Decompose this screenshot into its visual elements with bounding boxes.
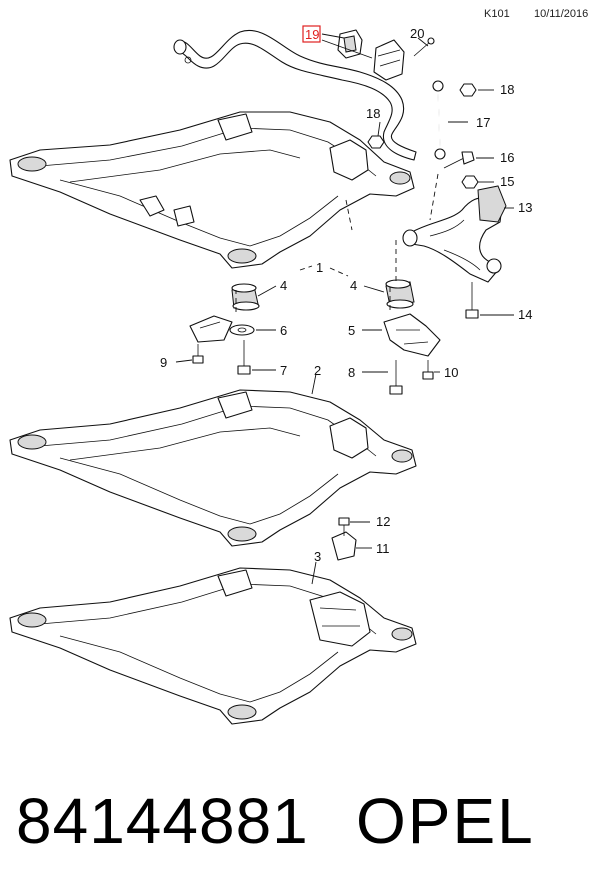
bushing-clamp — [373, 39, 405, 81]
bolt-7 — [237, 340, 251, 375]
callout-14: 14 — [518, 307, 532, 322]
callout-5: 5 — [348, 323, 355, 338]
callout-9: 9 — [160, 355, 167, 370]
callout-10: 10 — [444, 365, 458, 380]
bolt-12 — [338, 517, 350, 536]
stabilizer-link — [432, 80, 446, 160]
callout-6: 6 — [280, 323, 287, 338]
callout-16: 16 — [500, 150, 514, 165]
stabilizer-bushing — [337, 29, 363, 59]
nut-18-left — [367, 135, 385, 149]
callout-20: 20 — [410, 26, 424, 41]
callout-7: 7 — [280, 363, 287, 378]
callout-13: 13 — [518, 200, 532, 215]
callout-4-right: 4 — [350, 278, 357, 293]
bolt-20 — [413, 37, 435, 57]
callout-3: 3 — [314, 549, 321, 564]
lower-control-arm — [402, 185, 507, 283]
callout-12: 12 — [376, 514, 390, 529]
bolt-8 — [389, 360, 403, 395]
mount-4-right — [385, 279, 415, 309]
callout-15: 15 — [500, 174, 514, 189]
brand-name: OPEL — [356, 785, 535, 857]
nut-18-top — [459, 83, 477, 97]
bolt-14 — [465, 282, 479, 319]
callout-8: 8 — [348, 365, 355, 380]
washer-6 — [229, 324, 255, 336]
bracket-11 — [331, 531, 357, 561]
callout-numbers: 19 20 18 18 17 16 15 13 14 1 4 4 6 5 9 7… — [160, 26, 532, 564]
diagram-date: 10/11/2016 — [534, 8, 589, 20]
callout-17: 17 — [476, 115, 490, 130]
callout-1: 1 — [316, 260, 323, 275]
bolt-16 — [443, 151, 475, 169]
stabilizer-bar — [173, 29, 417, 161]
callout-19: 19 — [305, 27, 319, 42]
bolt-9 — [192, 344, 204, 364]
leader-lines — [175, 33, 514, 585]
nut-15 — [461, 175, 479, 189]
callout-18-top: 18 — [500, 82, 514, 97]
subframe-2 — [9, 389, 417, 547]
diagram-code: K101 — [484, 8, 510, 20]
callout-4-left: 4 — [280, 278, 287, 293]
callout-18-left: 18 — [366, 106, 380, 121]
highlight-box — [302, 25, 321, 43]
subframe-assembly-1 — [9, 111, 415, 269]
bolt-10 — [422, 360, 434, 380]
callout-2: 2 — [314, 363, 321, 378]
mount-4-left — [231, 283, 260, 311]
subframe-3 — [9, 567, 417, 725]
part-number: 84144881 — [16, 785, 309, 857]
bracket-right — [383, 313, 441, 357]
callout-11: 11 — [376, 541, 390, 556]
bracket-left — [189, 315, 233, 343]
